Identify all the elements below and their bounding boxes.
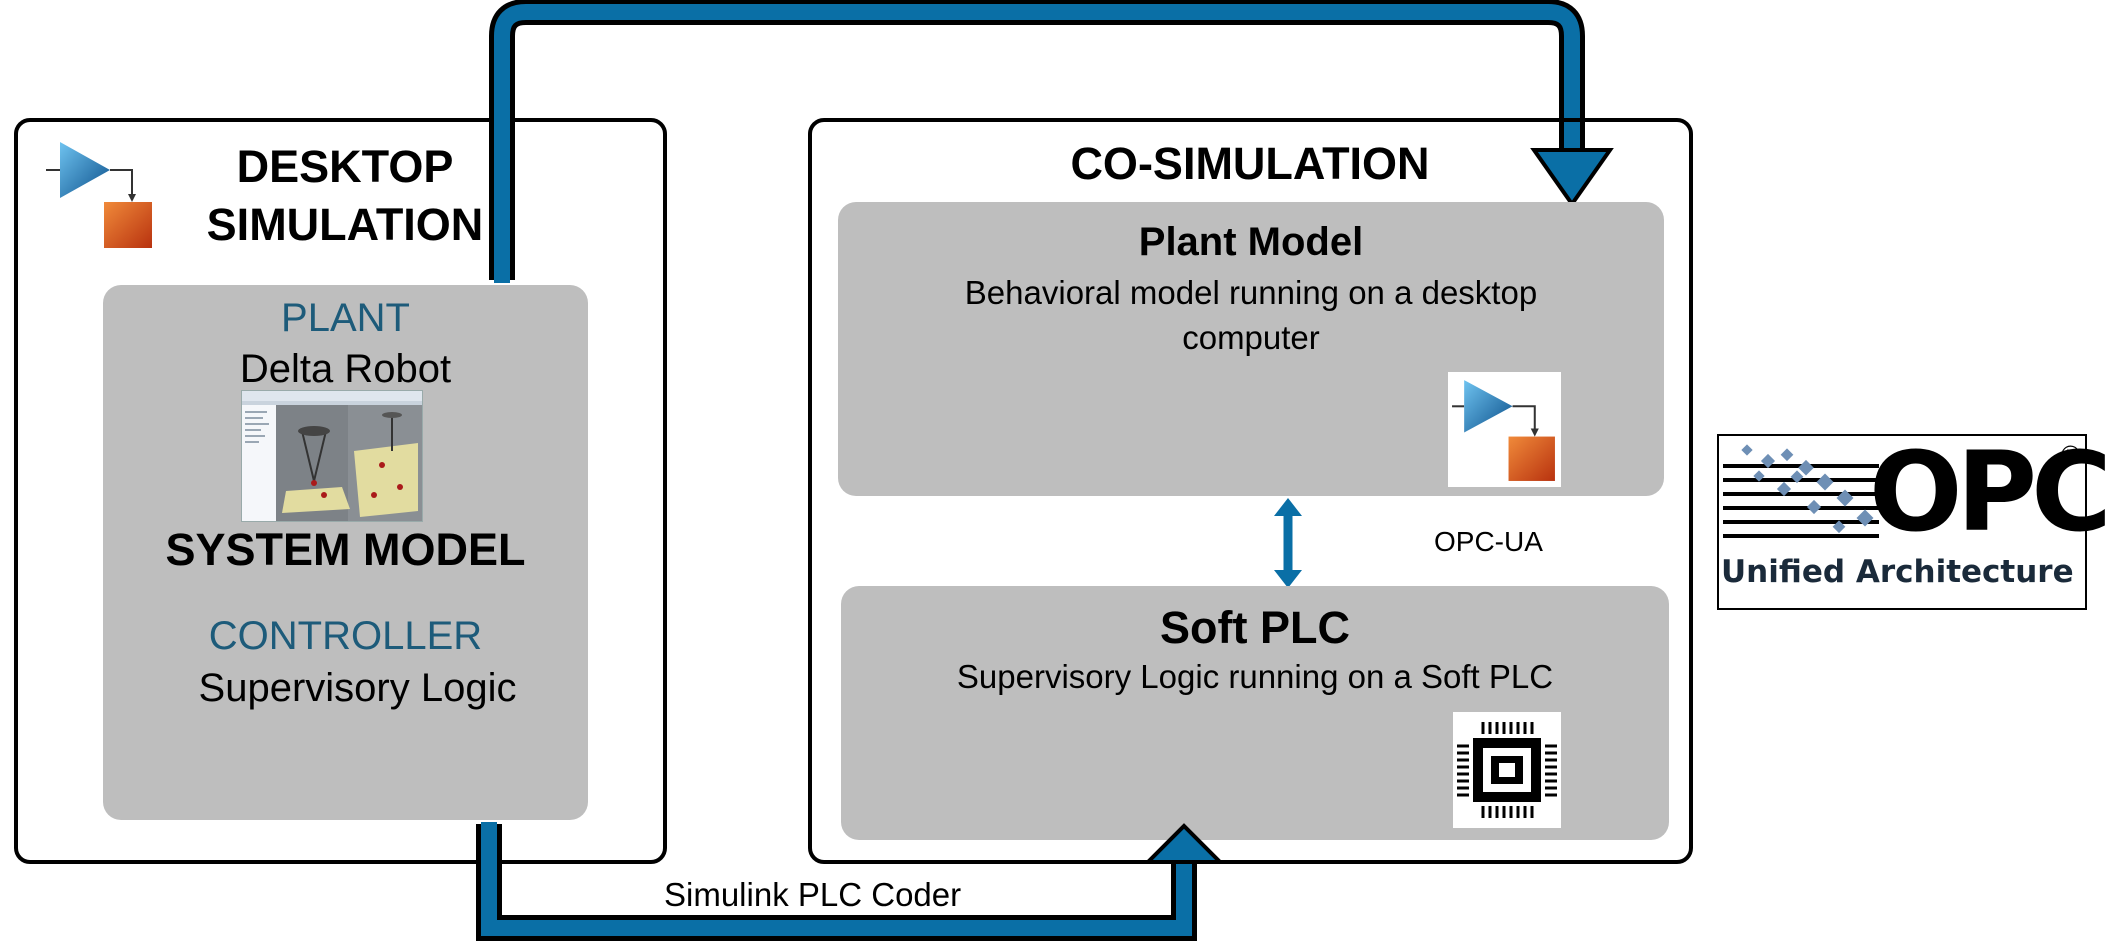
opc-logo-graphic: [1723, 444, 1879, 538]
plant-label: PLANT: [281, 296, 410, 340]
desktop-title: DESKTOP SIMULATION: [180, 138, 510, 254]
plant-model-desc-line1: Behavioral model running on a desktop: [964, 274, 1538, 311]
co-simulation-panel: [808, 118, 1693, 864]
plc-coder-label: Simulink PLC Coder: [664, 876, 962, 913]
desktop-title-line2: SIMULATION: [206, 199, 484, 250]
opc-ua-link-label: OPC-UA: [1434, 526, 1543, 557]
controller-label: CONTROLLER: [208, 614, 483, 658]
soft-plc-title: Soft PLC: [1160, 602, 1350, 653]
robot-screenshot: [241, 390, 423, 522]
bottom-arrow-head: [1143, 823, 1225, 864]
plant-name: Delta Robot: [239, 347, 452, 391]
soft-plc-desc: Supervisory Logic running on a Soft PLC: [956, 658, 1554, 695]
opc-ua-logo: OPC ® Unified Architecture: [1717, 432, 2112, 610]
simulink-icon: [46, 142, 152, 248]
system-model-title: SYSTEM MODEL: [165, 524, 526, 575]
desktop-title-line1: DESKTOP: [236, 141, 454, 192]
opc-wordmark: OPC: [1869, 428, 2112, 556]
controller-name: Supervisory Logic: [198, 666, 517, 710]
opc-registered-mark: ®: [2061, 440, 2081, 470]
chip-icon: [1457, 722, 1557, 818]
plant-model-desc: Behavioral model running on a desktop co…: [838, 270, 1664, 360]
cosim-title: CO-SIMULATION: [1070, 138, 1430, 189]
opc-link-arrow: [1274, 498, 1302, 588]
plant-model-desc-line2: computer: [1182, 319, 1320, 356]
simulink-icon: [1452, 380, 1555, 481]
plant-simulink-icon-frame: [1448, 372, 1561, 487]
plant-model-title: Plant Model: [1138, 220, 1364, 264]
system-model-box: [103, 285, 588, 820]
opc-caption: Unified Architecture: [1721, 554, 2074, 590]
chip-icon-frame: [1453, 712, 1561, 828]
top-arrow-head: [1530, 148, 1614, 208]
